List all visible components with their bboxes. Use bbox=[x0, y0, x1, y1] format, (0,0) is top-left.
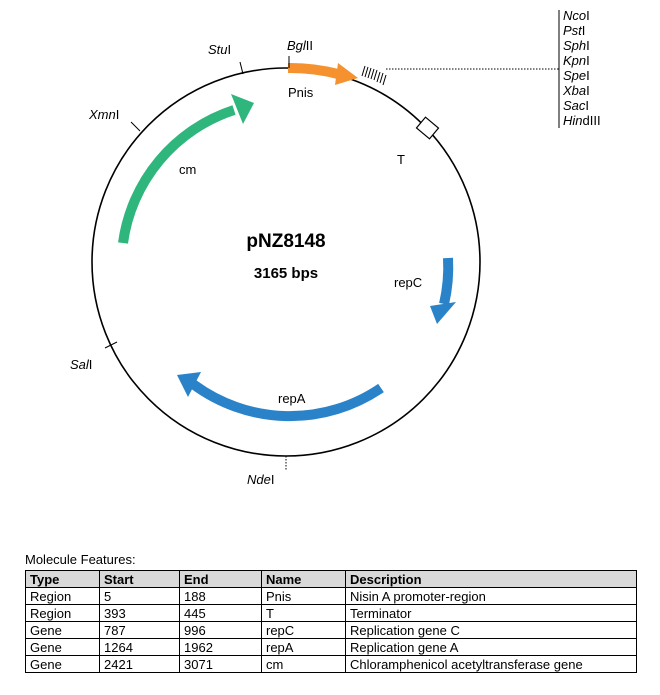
sal-site-tick bbox=[104, 341, 118, 349]
pnis-label: Pnis bbox=[288, 85, 314, 100]
repc-arrowhead bbox=[430, 302, 456, 324]
table-cell: 393 bbox=[99, 604, 180, 622]
xmn-site-label: XmnI bbox=[88, 107, 119, 122]
pnis-region-arrow bbox=[287, 62, 340, 79]
cm-label: cm bbox=[179, 162, 196, 177]
table-cell: 3071 bbox=[179, 655, 262, 673]
plasmid-size: 3165 bps bbox=[254, 265, 318, 282]
table-cell: 1962 bbox=[179, 638, 262, 656]
mcs-site-label: SpeI bbox=[563, 68, 590, 83]
column-header: End bbox=[179, 570, 262, 588]
table-row: Gene 2421 3071 cm Chloramphenicol acetyl… bbox=[25, 655, 637, 673]
plasmid-name: pNZ8148 bbox=[246, 231, 325, 252]
mcs-site-list: NcoI PstI SphI KpnI SpeI XbaI SacI HindI… bbox=[562, 8, 601, 128]
table-cell: 5 bbox=[99, 587, 180, 605]
table-cell: T bbox=[261, 604, 346, 622]
table-cell: 996 bbox=[179, 621, 262, 639]
repc-gene-arrow bbox=[439, 257, 454, 306]
mcs-site-label: SphI bbox=[563, 38, 590, 53]
mcs-site-label: KpnI bbox=[563, 53, 590, 68]
mcs-site-label: PstI bbox=[563, 23, 585, 38]
column-header: Description bbox=[345, 570, 637, 588]
stu-site-label: StuI bbox=[208, 42, 231, 57]
table-cell: Nisin A promoter-region bbox=[345, 587, 637, 605]
mcs-site-label: XbaI bbox=[562, 83, 590, 98]
repa-label: repA bbox=[278, 391, 306, 406]
table-row: Gene 1264 1962 repA Replication gene A bbox=[25, 638, 637, 656]
bgl-site-label: BglII bbox=[287, 38, 313, 53]
table-cell: Replication gene C bbox=[345, 621, 637, 639]
repc-label: repC bbox=[394, 275, 422, 290]
table-row: Gene 787 996 repC Replication gene C bbox=[25, 621, 637, 639]
terminator-box bbox=[415, 116, 440, 140]
column-header: Start bbox=[99, 570, 180, 588]
mcs-site-label: NcoI bbox=[563, 8, 590, 23]
repa-arrowhead bbox=[177, 372, 201, 397]
mcs-hatch bbox=[361, 65, 387, 86]
features-table: Type Start End Name Description Region 5… bbox=[25, 570, 637, 673]
features-caption: Molecule Features: bbox=[25, 552, 136, 567]
pnis-arrowhead bbox=[335, 63, 358, 85]
column-header: Name bbox=[261, 570, 346, 588]
table-cell: 787 bbox=[99, 621, 180, 639]
table-cell: 188 bbox=[179, 587, 262, 605]
table-cell: Chloramphenicol acetyltransferase gene bbox=[345, 655, 637, 673]
plasmid-map: StuI BglII XmnI SalI NdeI NcoI PstI SphI… bbox=[70, 8, 601, 487]
table-row: Region 393 445 T Terminator bbox=[25, 604, 637, 622]
table-cell: 2421 bbox=[99, 655, 180, 673]
table-cell: 1264 bbox=[99, 638, 180, 656]
table-cell: Gene bbox=[25, 655, 100, 673]
table-cell: Gene bbox=[25, 638, 100, 656]
sal-site-label: SalI bbox=[70, 357, 92, 372]
table-cell: Replication gene A bbox=[345, 638, 637, 656]
column-header: Type bbox=[25, 570, 100, 588]
table-cell: repC bbox=[261, 621, 346, 639]
xmn-site-tick bbox=[130, 121, 141, 132]
cm-gene-arrow bbox=[118, 105, 236, 244]
table-cell: Region bbox=[25, 604, 100, 622]
table-cell: Region bbox=[25, 587, 100, 605]
table-cell: Pnis bbox=[261, 587, 346, 605]
table-cell: Gene bbox=[25, 621, 100, 639]
mcs-site-label: HindIII bbox=[563, 113, 601, 128]
mcs-site-label: SacI bbox=[563, 98, 589, 113]
table-cell: Terminator bbox=[345, 604, 637, 622]
table-header-row: Type Start End Name Description bbox=[25, 570, 637, 588]
table-cell: cm bbox=[261, 655, 346, 673]
table-cell: repA bbox=[261, 638, 346, 656]
table-row: Region 5 188 Pnis Nisin A promoter-regio… bbox=[25, 587, 637, 605]
table-cell: 445 bbox=[179, 604, 262, 622]
stu-site-tick bbox=[239, 61, 244, 75]
nde-site-label: NdeI bbox=[247, 472, 274, 487]
repa-gene-arrow bbox=[190, 379, 384, 422]
terminator-label: T bbox=[397, 152, 405, 167]
cm-arrowhead bbox=[231, 94, 254, 124]
